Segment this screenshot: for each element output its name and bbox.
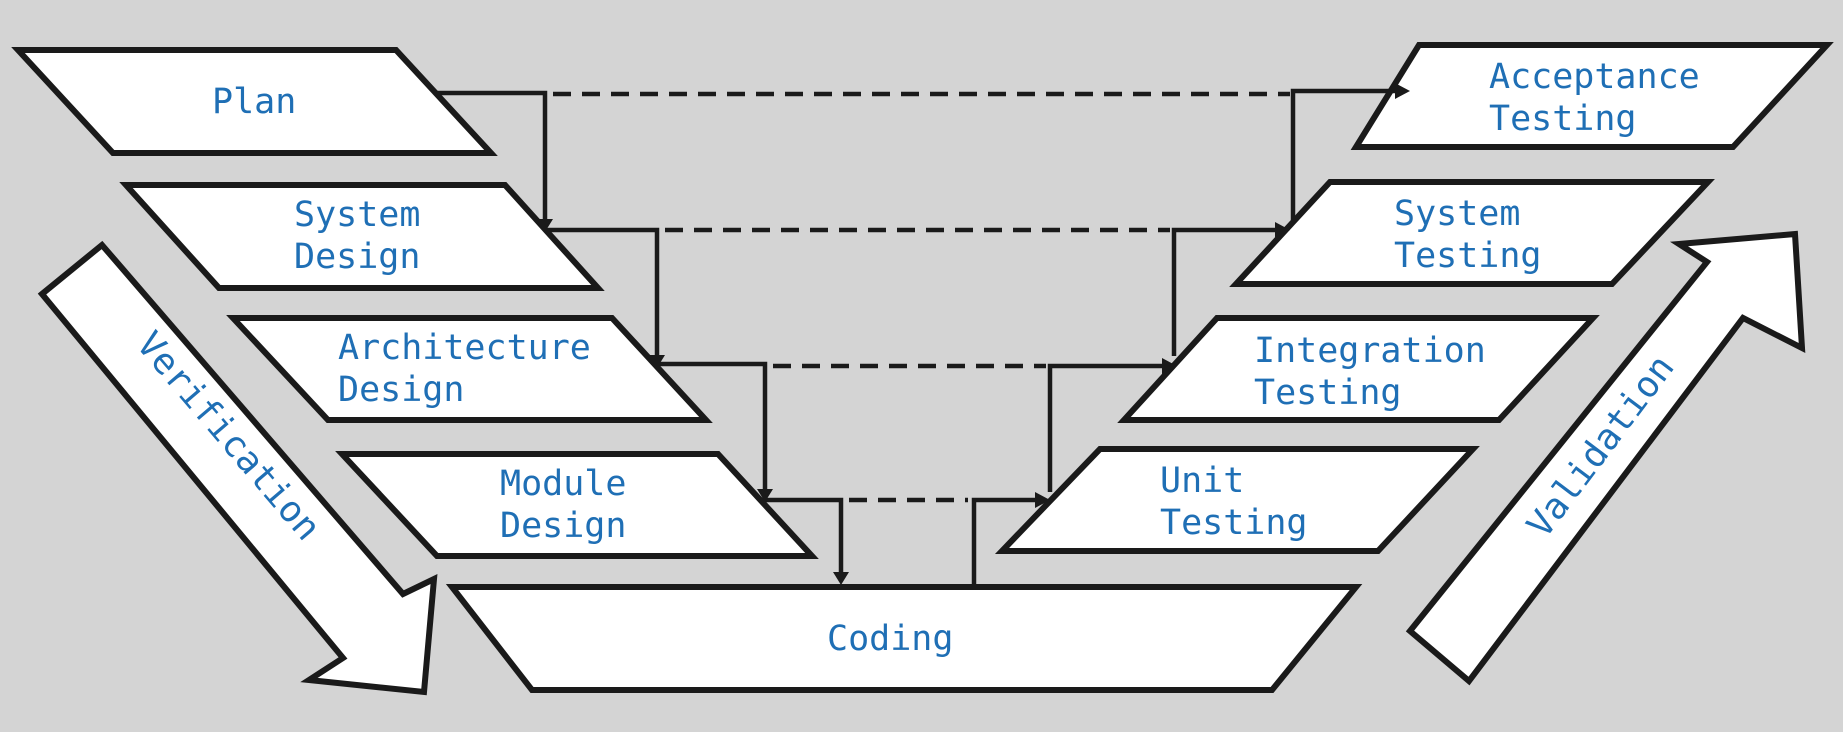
module-design-label: Module Design <box>500 464 648 546</box>
acceptance-testing-label: Acceptance Testing <box>1489 57 1721 139</box>
architecture-design-box <box>226 315 713 423</box>
module-design-box <box>335 451 819 559</box>
unit-testing-label: Unit Testing <box>1160 461 1308 543</box>
architecture-design-label: Architecture Design <box>338 328 612 410</box>
validation-label: Validation <box>1519 348 1682 546</box>
coding-box <box>445 584 1363 693</box>
coding-label: Coding <box>827 619 953 659</box>
integration-testing-label: Integration Testing <box>1254 331 1507 413</box>
correspondence-lines <box>553 91 1290 503</box>
plan-box <box>11 47 498 156</box>
system-design-box <box>119 182 605 291</box>
validation-connectors <box>971 83 1410 585</box>
integration-testing-box <box>1117 315 1600 423</box>
validation-arrow <box>1405 230 1806 686</box>
unit-testing-box <box>994 446 1480 554</box>
verification-arrow <box>37 240 438 696</box>
plan-label: Plan <box>212 82 296 122</box>
system-testing-box <box>1229 179 1715 287</box>
verification-connectors <box>436 90 849 585</box>
system-testing-label: System Testing <box>1394 194 1542 276</box>
acceptance-testing-box <box>1350 42 1834 150</box>
system-design-label: System Design <box>294 195 442 277</box>
